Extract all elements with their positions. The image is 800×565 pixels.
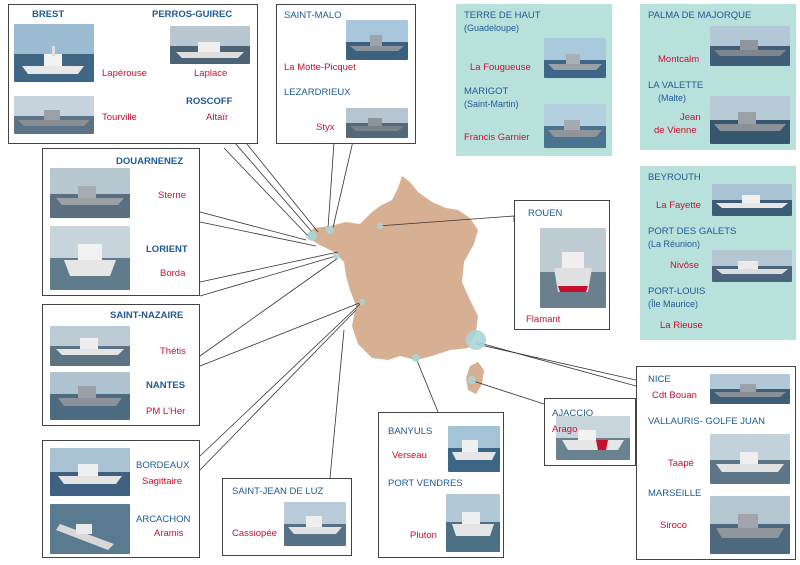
ship-label-arago: Arago [552,424,578,435]
ship-label-cassiopee: Cassiopée [232,528,277,539]
connector-lines [199,127,637,479]
ship-label-la-rieuse: La Rieuse [660,320,703,331]
ship-label-aramis: Aramis [154,528,184,539]
ship-label-tourville: Tourville [102,112,137,123]
ship-label-la-motte-picquet: La Motte-Picquet [284,62,356,73]
ship-label-thetis: Thétis [160,346,186,357]
ship-photo-verseau [448,426,500,472]
port-sub-ile-maurice: (Île Maurice) [648,299,699,309]
port-label-saint-jean-de-luz: SAINT-JEAN DE LUZ [232,486,324,497]
port-label-rouen: ROUEN [528,208,563,219]
ship-photo-pluton [446,494,500,552]
port-label-port-des-galets: PORT DES GALETS [648,226,737,237]
port-label-roscoff: ROSCOFF [186,96,233,107]
ship-label-taape: Taapé [668,458,694,469]
ship-label-de-vienne: de Vienne [654,125,697,136]
ship-photo-flamant [540,228,606,308]
port-label-lezardrieux: LEZARDRIEUX [284,87,351,98]
ship-photo-pm-lher [50,372,130,420]
port-sub-malte: (Malte) [658,93,687,103]
port-label-nice: NICE [648,374,671,385]
ship-label-la-fayette: La Fayette [656,200,701,211]
port-label-ajaccio: AJACCIO [552,408,594,419]
port-label-port-louis: PORT-LOUIS [648,286,706,297]
port-label-bordeaux: BORDEAUX [136,460,190,471]
ship-label-laperouse: Lapérouse [102,68,147,79]
ship-photo-tourville [14,96,94,134]
ship-label-cdt-bouan: Cdt Bouan [652,390,697,401]
port-label-perros-guirec: PERROS-GUIREC [152,9,233,20]
port-sub-saint-martin: (Saint-Martin) [464,99,519,109]
ship-photo-francis-garnier [544,104,606,148]
ship-photo-sterne [50,168,130,218]
ship-photo-laperouse [14,24,94,82]
ship-photo-sagittaire [50,448,130,496]
port-label-terre-de-haut: TERRE DE HAUT [464,10,541,21]
ship-photo-la-motte-picquet [346,20,408,60]
port-label-la-valette: LA VALETTE [648,80,704,91]
ship-photo-la-fougueuse [544,38,606,78]
port-sub-guadeloupe: (Guadeloupe) [464,23,520,33]
ship-label-sagittaire: Sagittaire [142,476,183,487]
ship-label-pm-lher: PM L'Her [146,406,186,417]
port-label-palma-de-majorque: PALMA DE MAJORQUE [648,10,752,21]
ship-label-siroco: Siroco [660,520,687,531]
port-label-douarnenez: DOUARNENEZ [116,156,184,167]
ship-photo-jean-de-vienne [710,96,790,144]
port-label-lorient: LORIENT [146,244,188,255]
ship-photo-nivose [712,250,792,282]
ship-photo-la-fayette [712,184,792,216]
port-dots [307,223,486,384]
port-sub-la-reunion: (La Réunion) [648,239,701,249]
ship-photo-taape [710,434,790,484]
ship-photo-aramis [50,504,130,554]
ship-photo-borda [50,226,130,290]
ship-label-sterne: Sterne [158,190,186,201]
port-label-marigot: MARIGOT [464,86,509,97]
ship-label-altair: Altaïr [206,112,229,123]
ship-label-pluton: Pluton [410,530,437,541]
ship-photo-siroco [710,496,790,554]
ship-label-montcalm: Montcalm [658,54,700,65]
port-label-arcachon: ARCACHON [136,514,191,525]
ship-photo-laplace [170,26,250,64]
port-label-marseille: MARSEILLE [648,488,702,499]
port-label-banyuls: BANYULS [388,426,433,437]
ship-label-flamant: Flamant [526,314,561,325]
ship-label-laplace: Laplace [194,68,228,79]
ship-label-verseau: Verseau [392,450,427,461]
ship-photo-styx [346,108,408,138]
port-label-saint-nazaire: SAINT-NAZAIRE [110,310,184,321]
port-label-nantes: NANTES [146,380,186,391]
ship-photo-cassiopee [284,502,346,546]
ship-label-styx: Styx [316,122,335,133]
ship-label-francis-garnier: Francis Garnier [464,132,530,143]
ship-photo-montcalm [710,26,790,66]
ship-photo-cdt-bouan [710,374,790,404]
port-label-vallauris-golfe-juan: VALLAURIS- GOLFE JUAN [648,416,766,427]
ship-photo-thetis [50,326,130,366]
france-mainland [306,176,478,360]
ship-label-la-fougueuse: La Fougueuse [470,62,531,73]
ship-photo-arago [556,416,630,460]
port-label-port-vendres: PORT VENDRES [388,478,463,489]
port-label-beyrouth: BEYROUTH [648,172,701,183]
ship-label-jean: Jean [680,112,701,123]
port-label-brest: BREST [32,9,65,20]
ship-label-borda: Borda [160,268,186,279]
port-label-saint-malo: SAINT-MALO [284,10,342,21]
ship-label-nivose: Nivôse [670,260,700,271]
